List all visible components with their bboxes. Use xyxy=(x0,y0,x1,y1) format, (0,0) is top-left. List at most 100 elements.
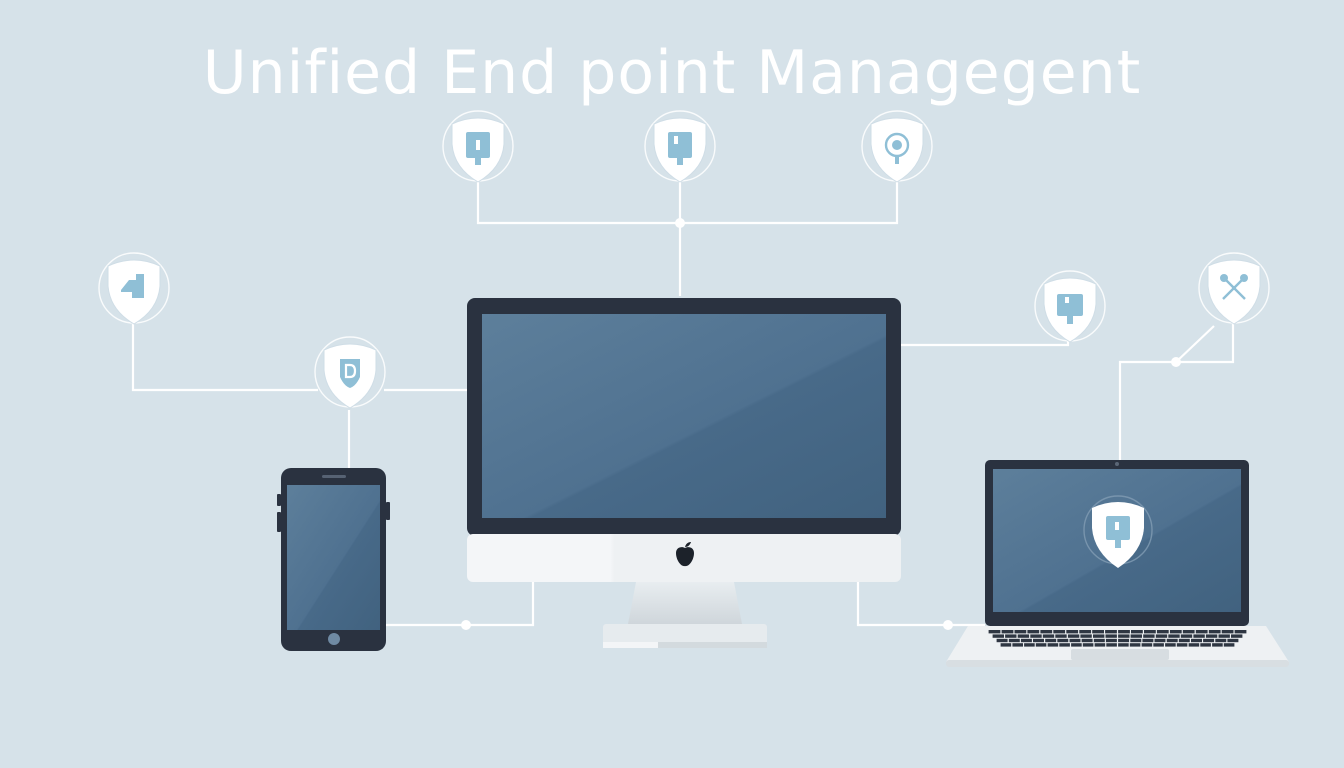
laptop-key xyxy=(1165,643,1176,647)
laptop-key xyxy=(1118,634,1130,638)
apple-logo-icon xyxy=(676,542,694,567)
laptop-key xyxy=(1066,630,1079,634)
page-title: Unified End point Managegent xyxy=(202,38,1142,108)
laptop-key xyxy=(1042,634,1055,638)
security-node-right-far[interactable] xyxy=(1198,252,1270,325)
laptop-key xyxy=(1168,634,1180,638)
laptop-key xyxy=(1130,638,1142,643)
laptop-key xyxy=(1195,630,1208,634)
laptop-key xyxy=(1200,643,1211,647)
laptop-key xyxy=(1143,634,1155,638)
laptop-key xyxy=(1105,634,1117,638)
desktop-computer xyxy=(467,298,901,648)
laptop-key xyxy=(1079,630,1092,634)
laptop-key xyxy=(1081,638,1093,643)
laptop-key xyxy=(1106,643,1117,647)
desktop-screen xyxy=(482,314,886,518)
security-node-right-inner[interactable] xyxy=(1034,270,1106,343)
connector-right-far xyxy=(1118,322,1235,462)
laptop-key xyxy=(1080,634,1092,638)
security-node-policy-top-left[interactable] xyxy=(442,110,514,183)
document-shield-icon xyxy=(668,132,692,165)
laptop-key xyxy=(1176,643,1188,647)
laptop-key xyxy=(1154,638,1166,643)
laptop-key xyxy=(1166,638,1178,643)
laptop-key xyxy=(1035,643,1047,647)
laptop-key xyxy=(1105,630,1117,634)
laptop-key xyxy=(988,630,1001,634)
laptop-key xyxy=(1118,638,1130,643)
laptop-key xyxy=(1020,638,1032,643)
phone-screen xyxy=(287,485,380,630)
phone-speaker xyxy=(322,475,346,478)
hand-shield-icon xyxy=(121,274,144,298)
laptop-key xyxy=(992,634,1004,638)
laptop-key xyxy=(1045,638,1057,643)
laptop-key xyxy=(1105,638,1117,643)
laptop-key xyxy=(1071,643,1082,647)
laptop-key xyxy=(1227,638,1239,643)
laptop-key xyxy=(1033,638,1044,643)
laptop-key xyxy=(1059,643,1070,647)
document-shield-icon xyxy=(1106,516,1130,548)
laptop-key xyxy=(1142,638,1154,643)
laptop-key xyxy=(1092,630,1104,634)
security-node-left-far[interactable] xyxy=(98,252,170,325)
smartphone xyxy=(277,468,390,651)
phone-home-button xyxy=(328,633,340,645)
connector-top-right xyxy=(680,178,899,225)
junction-dot-bottom-left xyxy=(461,620,471,630)
connector-phone-desktop xyxy=(386,582,535,627)
security-node-policy-top-center[interactable] xyxy=(644,110,716,183)
magnifier-shield-icon xyxy=(884,132,910,164)
laptop-key xyxy=(1182,630,1195,634)
laptop-key xyxy=(1212,643,1223,647)
laptop-key xyxy=(1024,643,1035,647)
laptop-key xyxy=(1093,634,1105,638)
laptop-camera xyxy=(1115,462,1119,466)
laptop-key xyxy=(1153,643,1164,647)
laptop-key xyxy=(1218,634,1230,638)
laptop-key xyxy=(1014,630,1027,634)
laptop-key xyxy=(1203,638,1215,643)
desktop-stand xyxy=(628,582,742,624)
laptop-key xyxy=(1234,630,1247,634)
connector-right-far-diagonal xyxy=(1175,325,1215,363)
laptop-key xyxy=(1178,638,1190,643)
laptop-key xyxy=(1030,634,1042,638)
connector-right-inner xyxy=(900,322,1070,347)
security-node-search-top-right[interactable] xyxy=(861,110,933,183)
tools-shield-icon xyxy=(1220,274,1248,300)
document-shield-icon xyxy=(1057,294,1083,324)
laptop-key xyxy=(1094,643,1106,647)
laptop-key xyxy=(1053,630,1066,634)
laptop-key xyxy=(1180,634,1193,638)
laptop-keyboard xyxy=(988,630,1247,647)
security-node-left-inner[interactable] xyxy=(314,336,386,409)
laptop-key xyxy=(1169,630,1182,634)
laptop-key xyxy=(1188,643,1200,647)
laptop-key xyxy=(1001,630,1014,634)
laptop-key xyxy=(1193,634,1205,638)
laptop-key xyxy=(1008,638,1020,643)
laptop-key xyxy=(1155,634,1168,638)
document-shield-icon xyxy=(466,132,490,165)
junction-dot-bottom-right xyxy=(943,620,953,630)
laptop-key xyxy=(1141,643,1153,647)
laptop-key xyxy=(1130,634,1142,638)
laptop-key xyxy=(1129,643,1141,647)
junction-dot-right xyxy=(1171,357,1181,367)
laptop-key xyxy=(1027,630,1040,634)
laptop-key xyxy=(1191,638,1202,643)
connector-left-far xyxy=(131,322,318,392)
laptop-key xyxy=(1118,643,1129,647)
connector-top-left xyxy=(476,178,680,225)
laptop-key xyxy=(1208,630,1221,634)
laptop-key xyxy=(1017,634,1030,638)
laptop-key xyxy=(1040,630,1053,634)
laptop-key xyxy=(1131,630,1143,634)
laptop-key xyxy=(1067,634,1080,638)
security-node-laptop-screen[interactable] xyxy=(1083,495,1153,568)
laptop-key xyxy=(1082,643,1094,647)
